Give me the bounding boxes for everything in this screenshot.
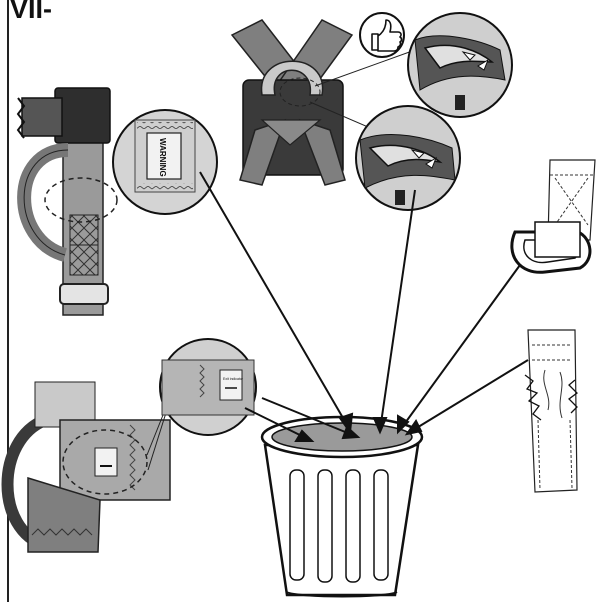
left-border-line: [7, 0, 9, 602]
warning-tag-text: WARNING: [158, 138, 167, 177]
exit-tag-text: Exit indicator: [223, 377, 244, 381]
dashed-callout-circle: [62, 429, 148, 495]
arrow-icon: [372, 189, 416, 435]
buckle-detail-callout-top: [407, 12, 513, 118]
harness-top: [230, 19, 416, 186]
thumbs-up-icon: [359, 12, 405, 58]
arrow-icon: [244, 407, 315, 442]
arrow-icon: [404, 359, 529, 436]
dring-webbing: [510, 159, 596, 274]
buckle-detail-callout-bottom: [355, 105, 461, 211]
arrow-icon: [397, 264, 521, 435]
arrow-icon: [261, 397, 361, 440]
warning-tag-callout: WARNING: [112, 109, 218, 215]
dring-strap-with-indicator: [1, 381, 171, 553]
exit-indicator-callout: Exit indicator: [159, 338, 257, 436]
trash-bin-icon: [260, 415, 424, 598]
frayed-webbing: [524, 329, 578, 493]
section-label: VII-: [10, 0, 53, 24]
dashed-callout-circle: [44, 177, 118, 223]
disposal-arrows: [199, 171, 529, 442]
dashed-callout-circle: [279, 77, 321, 107]
strap-with-buckle: [16, 87, 136, 316]
